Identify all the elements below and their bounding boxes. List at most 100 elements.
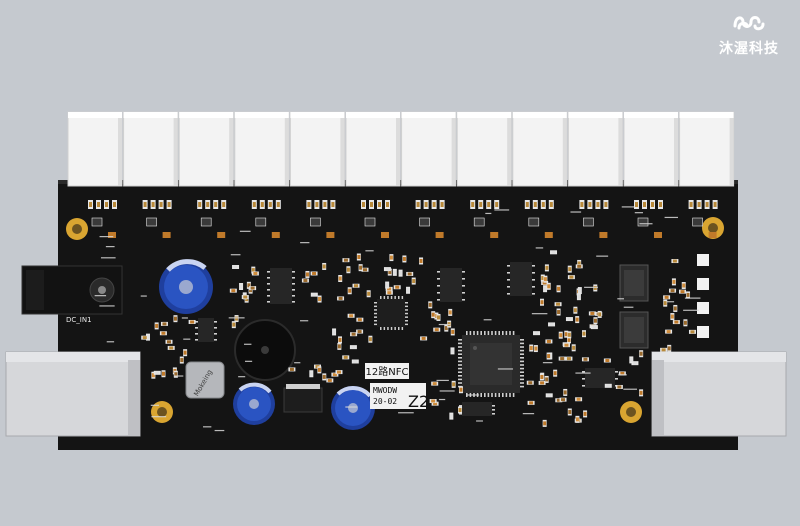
- nfc-connector-block: [623, 111, 679, 187]
- smd-resistor: [323, 202, 327, 207]
- smd-component: [690, 330, 695, 334]
- smd-component: [664, 295, 669, 299]
- ic-pin: [492, 405, 495, 407]
- silkscreen-mark: [294, 362, 301, 364]
- smd-component: [174, 372, 178, 377]
- nfc-connector-block: [123, 111, 179, 187]
- smd-component: [399, 271, 403, 276]
- silkscreen-mark: [596, 255, 609, 257]
- nfc-connector-top: [401, 112, 456, 118]
- ic-pin: [195, 327, 198, 329]
- sot-transistor: [200, 217, 212, 227]
- silkscreen-mark: [183, 338, 191, 340]
- silkscreen-mark: [239, 230, 251, 232]
- smd-component: [672, 279, 676, 284]
- smd-capacitor: [271, 232, 280, 238]
- mcu-pin: [458, 371, 462, 373]
- smd-component: [309, 371, 313, 376]
- ic-pin: [437, 285, 440, 287]
- ic-pin: [292, 283, 295, 285]
- smd-component: [458, 407, 462, 412]
- ic-pin: [462, 278, 465, 280]
- silkscreen-mark: [634, 212, 643, 214]
- power-input-label: DC_IN1: [66, 316, 92, 324]
- smd-component: [528, 381, 533, 385]
- smd-component: [557, 310, 561, 315]
- nfc-pin: [394, 327, 396, 330]
- smd-component: [577, 294, 581, 299]
- ic-pin: [437, 299, 440, 301]
- nfc-pin: [374, 309, 377, 311]
- smd-component: [547, 284, 551, 289]
- smd-component: [395, 285, 400, 289]
- smd-resistor: [113, 202, 116, 207]
- smd-component: [543, 286, 547, 291]
- mcu-pin: [520, 371, 524, 373]
- ic-pin: [267, 289, 270, 291]
- smd-resistor: [659, 202, 662, 207]
- ic-pin: [582, 378, 585, 380]
- mcu-pin: [484, 393, 486, 397]
- smd-component: [142, 336, 147, 340]
- silkscreen-mark: [483, 319, 492, 321]
- mcu-pin: [466, 393, 468, 397]
- smd-component: [605, 358, 610, 362]
- smd-component: [573, 308, 577, 313]
- smd-component: [388, 270, 392, 275]
- sot-transistor: [419, 217, 430, 227]
- sot-transistor: [528, 217, 540, 227]
- nfc-pin: [401, 296, 404, 299]
- smd-component: [421, 336, 426, 340]
- smd-component: [567, 332, 571, 337]
- smd-component: [354, 284, 359, 288]
- ic-pin: [507, 293, 510, 295]
- smd-component: [232, 322, 236, 327]
- smd-component: [448, 310, 452, 315]
- silkscreen-mark: [228, 317, 245, 319]
- mcu-pin: [494, 331, 497, 335]
- smd-component: [151, 373, 155, 378]
- smd-component: [534, 331, 539, 335]
- smd-resistor: [479, 202, 483, 207]
- smd-component: [338, 337, 342, 342]
- ic-pin: [532, 286, 535, 288]
- ic-pin: [582, 385, 585, 387]
- silkscreen-mark: [99, 305, 115, 307]
- mcu-pin: [458, 339, 462, 341]
- ic-pin: [615, 371, 618, 373]
- nfc-pin: [374, 320, 377, 322]
- nfc-pin: [405, 305, 408, 308]
- smd-component: [239, 284, 243, 289]
- smd-component: [592, 325, 597, 329]
- smd-component: [428, 302, 432, 307]
- sot-transistor: [146, 217, 157, 227]
- mcu-pin: [458, 353, 462, 355]
- smd-resistor: [541, 202, 545, 207]
- smd-component: [393, 270, 397, 275]
- silkscreen-mark: [181, 317, 188, 319]
- silkscreen-mark: [485, 212, 492, 215]
- mounting-hole-bottom-left: [151, 401, 173, 423]
- smd-capacitor: [708, 232, 717, 238]
- smd-component: [449, 414, 453, 419]
- silkscreen-mark: [300, 242, 310, 244]
- smd-resistor: [198, 202, 202, 207]
- mcu-pin: [520, 375, 524, 377]
- mcu-pin: [505, 331, 508, 335]
- mcu-pin: [458, 360, 462, 363]
- mcu-pin: [520, 360, 524, 363]
- nfc-pin: [374, 312, 377, 315]
- nfc-pin: [374, 323, 377, 326]
- ic-packages: [195, 262, 618, 416]
- mcu-pin: [498, 331, 500, 335]
- silkscreen-mark: [398, 412, 414, 414]
- smd-component: [155, 323, 159, 328]
- buzzer: [234, 319, 296, 381]
- nfc-controller-chip: [374, 296, 408, 330]
- nfc-connector-shade: [118, 118, 122, 186]
- smd-component: [557, 286, 561, 291]
- smd-component: [593, 318, 597, 323]
- smd-component: [577, 261, 581, 266]
- smd-component: [583, 357, 588, 361]
